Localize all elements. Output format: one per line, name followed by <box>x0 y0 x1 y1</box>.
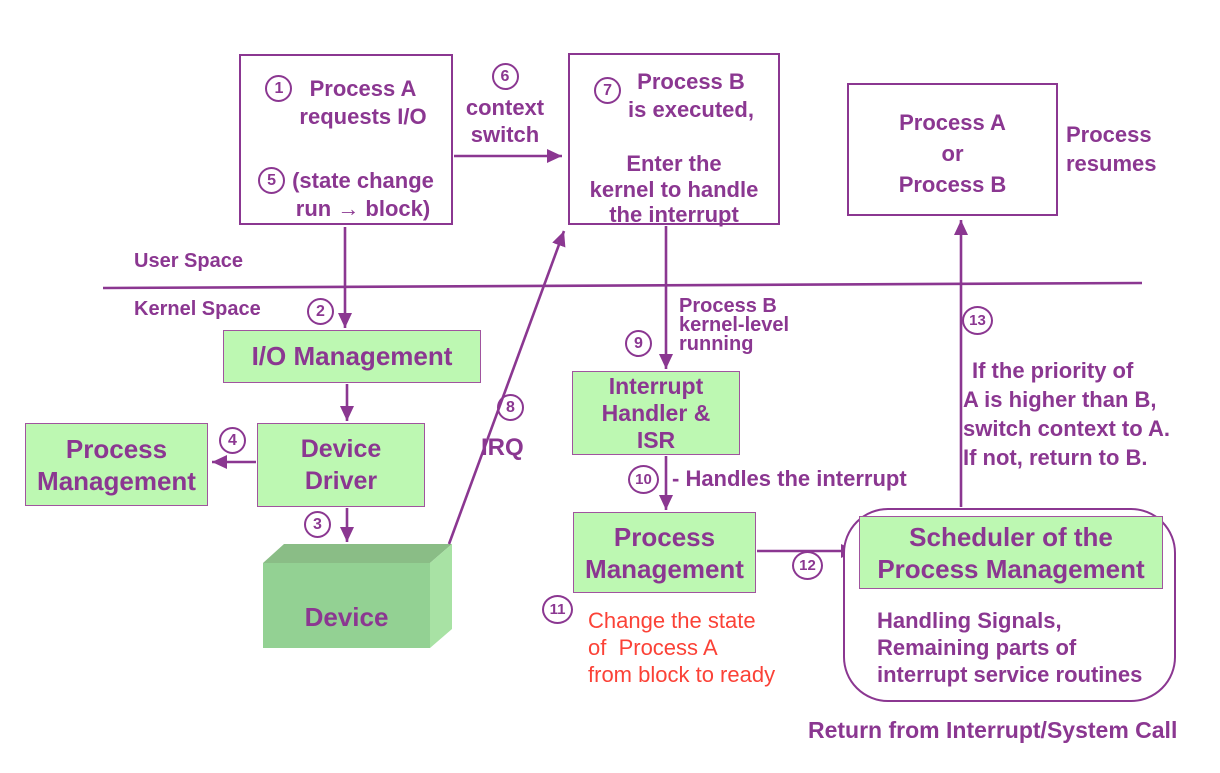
process-b-line: Process B <box>637 69 745 94</box>
process-a-line: run → block) <box>295 196 431 221</box>
priority-note: If the priority of A is higher than B, s… <box>963 358 1170 470</box>
step-5-badge: 5 <box>258 167 286 194</box>
step-8-badge: 8 <box>497 394 524 421</box>
process-resumes-label: Process resumes <box>1066 122 1157 176</box>
arrow-irq <box>447 230 566 545</box>
process-b-line: Enter the <box>626 151 722 176</box>
process-management-left-box: Process Management <box>25 423 208 506</box>
step-9-badge: 9 <box>625 330 652 357</box>
return-label: Return from Interrupt/System Call <box>808 717 1178 743</box>
step-10-badge: 10 <box>628 465 659 494</box>
kernel-space-label: Kernel Space <box>134 298 261 320</box>
process-ab-line: or <box>941 141 964 166</box>
device-box-front <box>263 563 430 648</box>
process-ab-line: Process A <box>899 110 1006 135</box>
process-b-line: the interrupt <box>609 202 739 227</box>
step-6-badge: 6 <box>491 63 519 90</box>
process-resume-box: Process A or Process B <box>847 83 1058 216</box>
process-b-kernel-label: Process B kernel-level running <box>679 295 790 355</box>
step-11-badge: 11 <box>542 595 573 624</box>
user-space-label: User Space <box>134 250 243 272</box>
step-1-badge: 1 <box>265 75 293 102</box>
context-switch-label: 6 context switch <box>455 63 555 148</box>
process-b-box: 7 Process B is executed, Enter the kerne… <box>568 53 780 227</box>
step-3-badge: 3 <box>304 511 331 538</box>
scheduler-container: Scheduler of the Process Management Hand… <box>843 508 1176 702</box>
step-4-badge: 4 <box>219 427 246 454</box>
device-label: Device <box>304 602 389 632</box>
process-a-box: 1 Process A requests I/O 5 (state change… <box>239 54 453 225</box>
process-a-line: (state change <box>292 168 434 193</box>
irq-label: IRQ <box>481 434 524 461</box>
device-box-right <box>430 544 452 648</box>
device-driver-box: Device Driver <box>257 423 425 507</box>
process-management-mid-box: Process Management <box>573 512 756 593</box>
process-b-line: kernel to handle <box>589 176 759 202</box>
process-a-line: requests I/O <box>299 104 427 129</box>
step-12-badge: 12 <box>792 551 823 580</box>
process-a-line: Process A <box>309 76 417 101</box>
scheduler-box: Scheduler of the Process Management <box>859 516 1163 589</box>
handles-interrupt-label: - Handles the interrupt <box>672 466 907 491</box>
process-b-line: is executed, <box>628 97 754 122</box>
step-2-badge: 2 <box>307 298 334 325</box>
io-management-box: I/O Management <box>223 330 481 383</box>
divider-user-kernel <box>102 281 1143 290</box>
step-7-badge: 7 <box>594 77 622 104</box>
device-box-top <box>263 544 452 563</box>
process-ab-line: Process B <box>898 172 1007 197</box>
scheduler-detail: Handling Signals, Remaining parts of int… <box>877 608 1143 687</box>
step-13-badge: 13 <box>962 306 993 335</box>
interrupt-handler-box: Interrupt Handler & ISR <box>572 371 740 455</box>
state-change-note: Change the state of Process A from block… <box>588 608 776 687</box>
